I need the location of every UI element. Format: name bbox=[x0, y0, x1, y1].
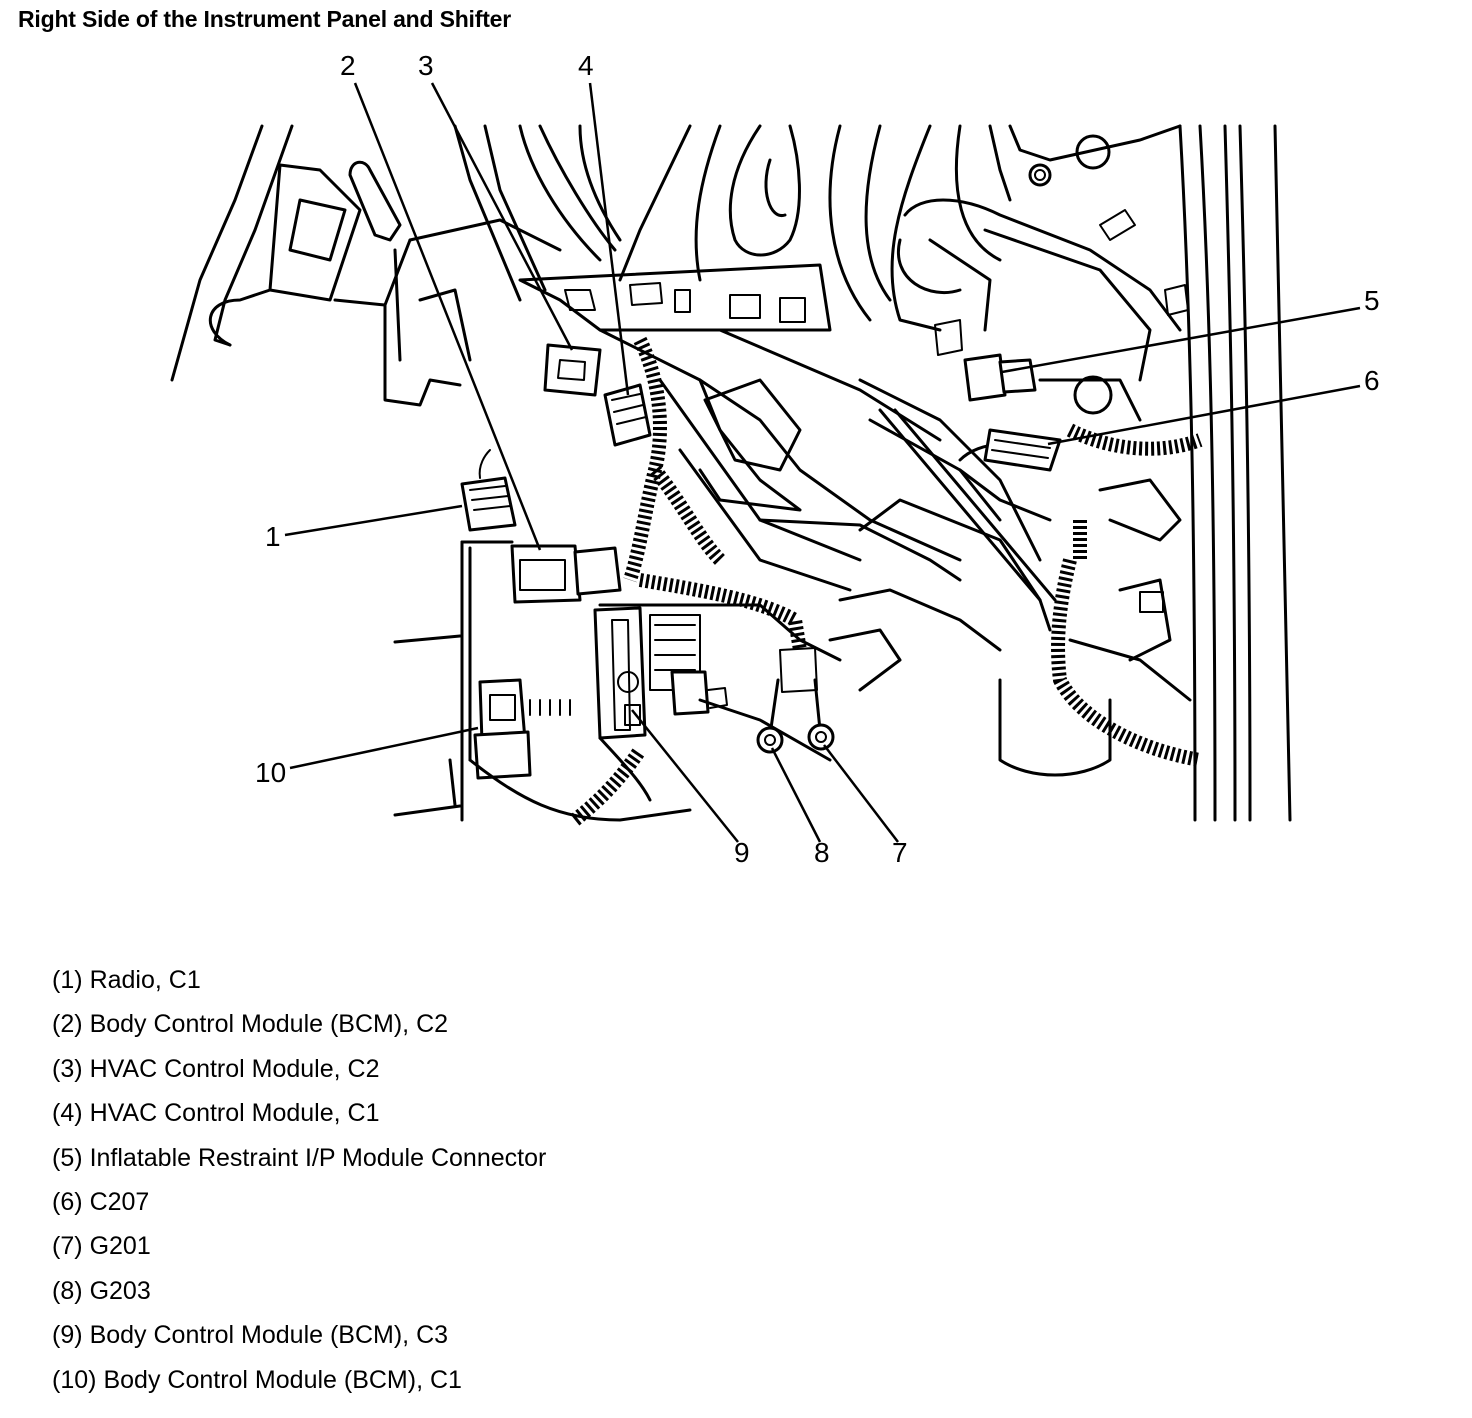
legend-text: HVAC Control Module, C2 bbox=[89, 1054, 380, 1083]
legend-number: (6) bbox=[52, 1188, 83, 1217]
instrument-panel-illustration: 1 2 3 4 5 6 7 8 9 10 bbox=[170, 50, 1380, 868]
legend-item: (2)Body Control Module (BCM), C2 bbox=[52, 1002, 546, 1046]
legend-list: (1)Radio, C1 (2)Body Control Module (BCM… bbox=[52, 958, 546, 1402]
legend-item: (4)HVAC Control Module, C1 bbox=[52, 1091, 546, 1135]
legend-item: (7)G201 bbox=[52, 1224, 546, 1268]
legend-text: G203 bbox=[89, 1276, 151, 1305]
legend-number: (4) bbox=[52, 1099, 83, 1128]
upper-ducts bbox=[453, 124, 892, 322]
legend-item: (3)HVAC Control Module, C2 bbox=[52, 1047, 546, 1091]
callout-8: 8 bbox=[814, 837, 830, 868]
callout-7: 7 bbox=[892, 837, 908, 868]
callout-2: 2 bbox=[340, 50, 356, 81]
legend-item: (5)Inflatable Restraint I/P Module Conne… bbox=[52, 1136, 546, 1180]
leader-lines bbox=[284, 82, 1361, 843]
legend-number: (8) bbox=[52, 1276, 83, 1305]
connector-airbag bbox=[963, 353, 1037, 402]
legend-item: (10)Body Control Module (BCM), C1 bbox=[52, 1358, 546, 1402]
callout-6: 6 bbox=[1364, 365, 1380, 396]
callout-10: 10 bbox=[255, 757, 286, 788]
legend-number: (1) bbox=[52, 966, 83, 994]
legend-number: (10) bbox=[52, 1365, 97, 1394]
legend-number: (9) bbox=[52, 1321, 83, 1350]
legend-item: (8)G203 bbox=[52, 1269, 546, 1313]
callout-5: 5 bbox=[1364, 285, 1380, 316]
callout-1: 1 bbox=[265, 521, 281, 552]
connector-bcm-c2 bbox=[510, 544, 622, 604]
wire-harnesses bbox=[570, 336, 1203, 826]
callout-4: 4 bbox=[578, 50, 594, 81]
right-structure bbox=[890, 124, 1192, 777]
legend-text: G201 bbox=[89, 1232, 151, 1261]
legend-text: HVAC Control Module, C1 bbox=[89, 1099, 380, 1128]
callout-3: 3 bbox=[418, 50, 434, 81]
legend-item: (1)Radio, C1 bbox=[52, 958, 546, 1002]
legend-text: C207 bbox=[89, 1188, 150, 1217]
connector-radio-c1 bbox=[460, 449, 517, 532]
ground-g201 bbox=[807, 678, 835, 751]
legend-text: Body Control Module (BCM), C2 bbox=[89, 1010, 449, 1039]
legend-number: (7) bbox=[52, 1232, 83, 1261]
center-panel bbox=[518, 263, 1057, 692]
connector-c207 bbox=[983, 428, 1062, 472]
legend-number: (2) bbox=[52, 1010, 83, 1039]
right-pillar bbox=[1178, 124, 1292, 822]
legend-item: (9)Body Control Module (BCM), C3 bbox=[52, 1313, 546, 1357]
diagram-title: Right Side of the Instrument Panel and S… bbox=[18, 6, 512, 32]
legend-item: (6)C207 bbox=[52, 1180, 546, 1224]
left-support-bracket bbox=[170, 124, 562, 407]
bcm-module bbox=[393, 540, 842, 822]
legend-text: Body Control Module (BCM), C1 bbox=[103, 1365, 462, 1394]
connector-hvac-c2 bbox=[543, 343, 602, 397]
callout-9: 9 bbox=[734, 837, 750, 868]
legend-text: Body Control Module (BCM), C3 bbox=[89, 1321, 449, 1350]
legend-text: Radio, C1 bbox=[89, 966, 201, 994]
legend-number: (5) bbox=[52, 1143, 83, 1172]
legend-text: Inflatable Restraint I/P Module Connecto… bbox=[89, 1143, 547, 1172]
legend-number: (3) bbox=[52, 1054, 83, 1083]
